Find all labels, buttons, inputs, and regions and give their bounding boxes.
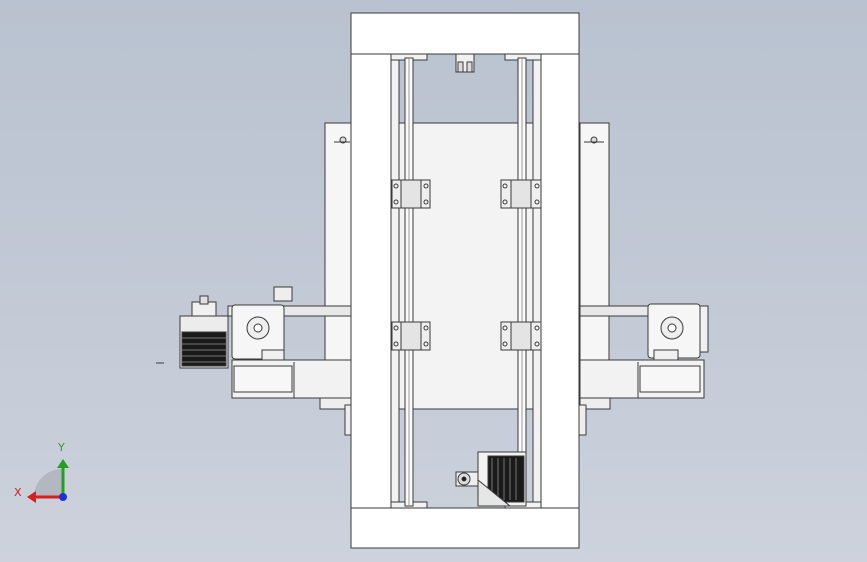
frame-bottom-rail	[350, 507, 580, 549]
axis-y-label: Y	[58, 441, 65, 454]
frame-right-upright	[540, 53, 580, 509]
frame-top-rail	[350, 12, 580, 55]
bottom-drive-motor	[455, 451, 527, 507]
bearing-block-bottom-right	[500, 321, 542, 351]
bearing-block-bottom-left	[391, 321, 431, 351]
axis-triad	[27, 459, 69, 503]
frame-left-upright	[350, 53, 392, 509]
bearing-block-top-right	[500, 179, 542, 209]
bearing-block-top-left	[391, 179, 431, 209]
axis-x-label: X	[14, 486, 22, 499]
